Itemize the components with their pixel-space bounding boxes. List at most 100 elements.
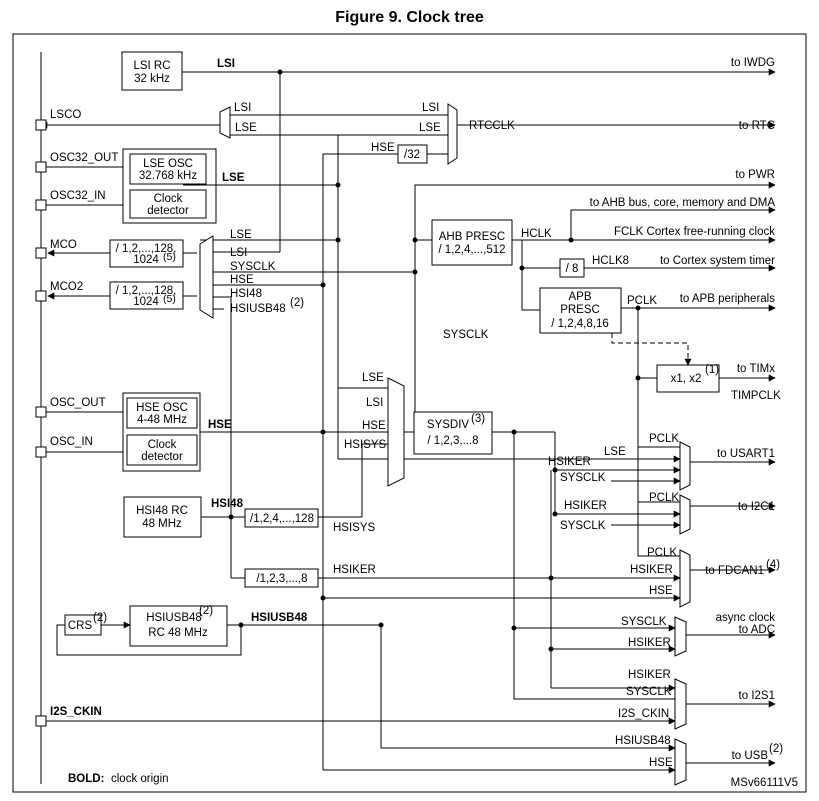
output-i2c1: to I2C1 <box>738 501 775 513</box>
junction-dots <box>228 69 641 652</box>
hse-osc-group <box>122 392 201 472</box>
rtc-mux-hse-label: HSE <box>371 142 395 154</box>
lsco-mux-lsi-label: LSI <box>234 102 251 114</box>
crs-block <box>64 614 102 636</box>
fdcan1-hsiker-label: HSIKER <box>630 564 673 576</box>
mco2-divider-note: (5) <box>163 293 176 305</box>
mco2-divider-label-2: 1024 <box>133 296 159 308</box>
i2s1-hsiker-label: HSIKER <box>628 669 671 681</box>
div32-label: /32 <box>404 149 420 161</box>
lse-osc-group <box>122 148 217 224</box>
lse-osc-label-1: LSE OSC <box>143 158 193 170</box>
lse-detector-block <box>129 189 207 219</box>
i2c1-sysclk-label: SYSCLK <box>560 520 606 532</box>
sysdiv-label-1: SYSDIV <box>427 419 470 431</box>
lse-origin-label: LSE <box>222 172 245 184</box>
pin-mco: MCO <box>50 239 77 251</box>
mco-mux-hsiusb48-label: HSIUSB48 <box>230 303 286 315</box>
pin-i2s-ckin: I2S_CKIN <box>50 706 102 718</box>
mco2-divider-label-1: / 1,2,...,128, <box>116 285 177 297</box>
output-fclk: FCLK Cortex free-running clock <box>614 226 775 238</box>
legend-bold: BOLD: <box>68 773 104 785</box>
pin-osc32-out: OSC32_OUT <box>50 152 118 164</box>
crs-note: (2) <box>93 612 107 624</box>
fdcan1-pclk-label: PCLK <box>647 547 677 559</box>
usart1-mux <box>679 441 691 491</box>
mco-mux-hsi48-label: HSI48 <box>230 288 262 300</box>
adc-hsiker-label: HSIKER <box>628 637 671 649</box>
hse-osc-label-1: HSE OSC <box>136 402 188 414</box>
hse-origin-label: HSE <box>208 419 232 431</box>
output-systimer: to Cortex system timer <box>660 255 775 267</box>
sysclk-mux-lse-label: LSE <box>362 372 384 384</box>
lse-osc-block <box>129 153 207 185</box>
hsiker-divider-label: /1,2,3,...,8 <box>256 573 307 585</box>
pin-mco2: MCO2 <box>50 281 83 293</box>
hsiusb48-rc-label-1: HSIUSB48 <box>146 612 202 624</box>
mco-divider-label-2: 1024 <box>133 254 159 266</box>
output-adc-2: to ADC <box>739 624 775 636</box>
lsco-mux-lse-label: LSE <box>235 122 257 134</box>
hsiker-source-label: HSIKER <box>333 564 376 576</box>
usart1-hsiker-label: HSIKER <box>548 456 591 468</box>
timer-multiplier-note: (1) <box>705 364 719 376</box>
i2c1-pclk-label: PCLK <box>649 492 679 504</box>
lsi-rc-block <box>121 51 183 91</box>
output-timx: to TIMx <box>737 363 775 375</box>
apb-presc-block <box>539 287 622 334</box>
usb-hse-label: HSE <box>649 757 673 769</box>
output-usart1: to USART1 <box>717 448 775 460</box>
sysdiv-note: (3) <box>471 413 485 425</box>
mco-divider-block <box>109 239 184 268</box>
pin-osc-out: OSC_OUT <box>50 397 106 409</box>
lse-detector-label-2: detector <box>147 205 189 217</box>
hsiusb48-origin-label: HSIUSB48 <box>251 612 308 624</box>
output-pwr: to PWR <box>735 169 775 181</box>
pin-lsco: LSCO <box>50 109 81 121</box>
timpclk-label: TIMPCLK <box>731 390 781 402</box>
hsi48-divider-block <box>244 508 319 528</box>
rtc-mux-lsi-label: LSI <box>422 102 439 114</box>
mco-divider-label-1: / 1,2,...,128, <box>116 243 177 255</box>
apb-presc-label-2: PRESC <box>560 304 600 316</box>
figure-ref: MSv66111V5 <box>731 777 798 789</box>
mco-mux-hsiusb48-note: (2) <box>290 297 304 309</box>
usb-hsiusb48-label: HSIUSB48 <box>615 735 671 747</box>
pin-osc-in: OSC_IN <box>50 436 93 448</box>
adc-mux <box>674 616 687 657</box>
hse-osc-label-2: 4-48 MHz <box>137 414 187 426</box>
hsiusb48-rc-label-2: RC 48 MHz <box>148 627 208 639</box>
crs-label: CRS <box>68 620 93 632</box>
output-fdcan1: to FDCAN1 <box>705 565 764 577</box>
legend-text: clock origin <box>111 773 169 785</box>
lsco-mux <box>219 106 231 139</box>
hse-detector-block <box>126 434 198 466</box>
hsi48-origin-label: HSI48 <box>211 498 244 510</box>
diagram-frame <box>12 33 807 793</box>
rtc-mux-lse-label: LSE <box>419 122 441 134</box>
lse-detector-label-1: Clock <box>154 193 183 205</box>
i2s1-sysclk-label: SYSCLK <box>626 686 672 698</box>
hsisys-label: HSISYS <box>333 522 376 534</box>
output-usb: to USB <box>732 750 769 762</box>
hclk8-label: HCLK8 <box>592 255 629 267</box>
lse-osc-label-2: 32.768 kHz <box>139 170 197 182</box>
hclk-label: HCLK <box>521 228 552 240</box>
usb-mux <box>674 738 687 786</box>
mco-mux-sysclk-label: SYSCLK <box>230 261 276 273</box>
pin-osc32-in: OSC32_IN <box>50 190 106 202</box>
output-fdcan1-note: (4) <box>766 559 780 571</box>
lsi-origin-label: LSI <box>217 58 235 70</box>
usart1-lse-label: LSE <box>604 446 626 458</box>
ahb-presc-label-2: / 1,2,4,...,512 <box>438 244 505 256</box>
lsi-rc-label-1: LSI RC <box>133 60 170 72</box>
timer-multiplier-label: x1, x2 <box>671 373 702 385</box>
rtcclk-label: RTCCLK <box>469 120 515 132</box>
hsiker-divider-block <box>244 568 319 588</box>
adc-sysclk-label: SYSCLK <box>621 616 667 628</box>
mco-mux <box>199 235 214 319</box>
usart1-pclk-label: PCLK <box>649 433 679 445</box>
div8-label: / 8 <box>566 263 579 275</box>
mco-mux-lsi-label: LSI <box>230 247 247 259</box>
